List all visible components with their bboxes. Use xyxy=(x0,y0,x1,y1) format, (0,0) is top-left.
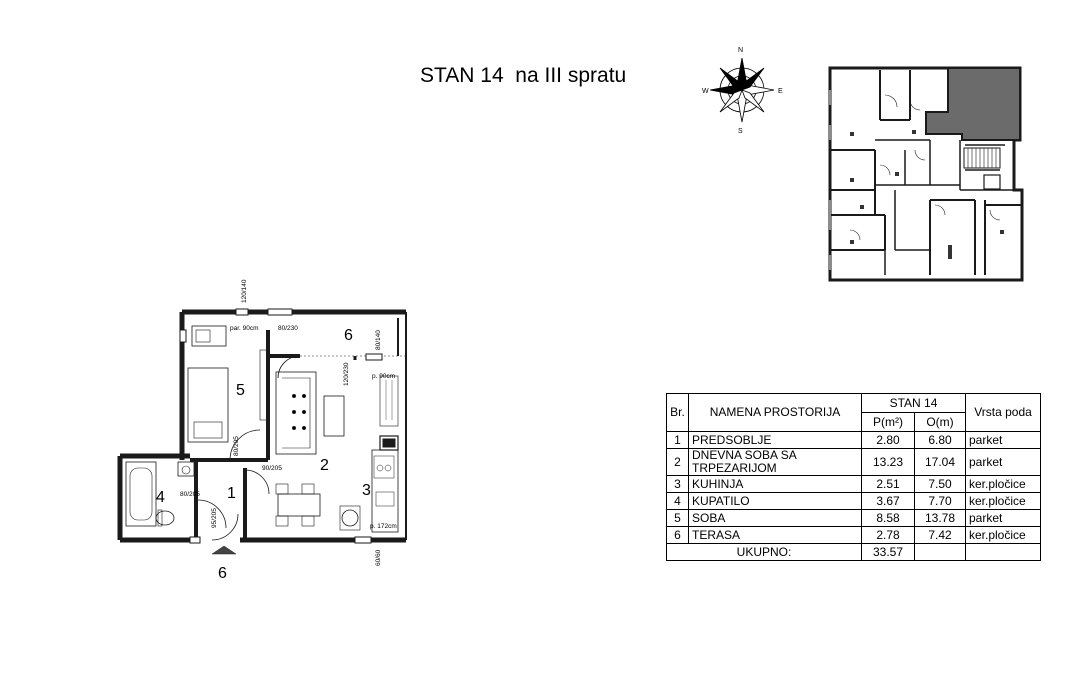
table-row: 5 SOBA 8.58 13.78 parket xyxy=(666,509,1041,527)
row-br: 1 xyxy=(666,431,689,449)
dim-120-230: 120/230 xyxy=(343,362,350,386)
room-2-label: 2 xyxy=(320,457,329,474)
table-row: 1 PREDSOBLJE 2.80 6.80 parket xyxy=(666,431,1041,449)
table-row: 4 KUPATILO 3.67 7.70 ker.pločice xyxy=(666,492,1041,510)
dim-80-205-b: 80/205 xyxy=(180,491,200,498)
row-name: DNEVNA SOBA SA TRPEZARIJOM xyxy=(688,448,862,476)
row-o: 7.42 xyxy=(914,526,966,544)
entrance-label: 6 xyxy=(218,565,227,582)
table-row: 6 TERASA 2.78 7.42 ker.pločice xyxy=(666,526,1041,544)
dim-80-205-a: 80/205 xyxy=(233,436,240,456)
table-row: 2 DNEVNA SOBA SA TRPEZARIJOM 13.23 17.04… xyxy=(666,448,1041,476)
room-5-label: 5 xyxy=(236,382,245,399)
compass-letter-e: E xyxy=(778,88,783,95)
table-total-row: UKUPNO: 33.57 xyxy=(666,543,1041,561)
row-vrsta: parket xyxy=(965,431,1041,449)
compass-letter-w: W xyxy=(702,88,709,95)
row-p: 2.78 xyxy=(861,526,915,544)
row-name: KUPATILO xyxy=(688,492,862,510)
row-br: 3 xyxy=(666,475,689,493)
dim-80-140: 80/140 xyxy=(375,330,382,350)
row-o: 7.50 xyxy=(914,475,966,493)
col-p-header: P(m²) xyxy=(861,412,915,432)
row-name: TERASA xyxy=(688,526,862,544)
total-value: 33.57 xyxy=(861,543,915,561)
col-br-header: Br. xyxy=(666,393,689,432)
room-6-label: 6 xyxy=(344,327,353,344)
row-name: KUHINJA xyxy=(688,475,862,493)
row-p: 2.51 xyxy=(861,475,915,493)
table-row: 3 KUHINJA 2.51 7.50 ker.pločice xyxy=(666,475,1041,493)
dim-60-60-a: 60/60 xyxy=(375,549,382,566)
row-br: 5 xyxy=(666,509,689,527)
table-header-row: Br. NAMENA PROSTORIJA STAN 14 Vrsta poda xyxy=(666,393,1041,432)
room-3-label: 3 xyxy=(362,482,371,499)
dim-120-140: 120/140 xyxy=(241,279,248,303)
row-p: 8.58 xyxy=(861,509,915,527)
row-name: SOBA xyxy=(688,509,862,527)
col-vrsta-header: Vrsta poda xyxy=(965,393,1041,432)
dim-95-205: 95/205 xyxy=(211,508,218,528)
page-title: STAN 14 na III spratu xyxy=(420,64,627,87)
row-o: 7.70 xyxy=(914,492,966,510)
row-vrsta: ker.pločice xyxy=(965,492,1041,510)
col-namena-header: NAMENA PROSTORIJA xyxy=(688,393,862,432)
row-vrsta: ker.pločice xyxy=(965,475,1041,493)
dim-p-172: p. 172cm xyxy=(370,523,397,530)
row-name: PREDSOBLJE xyxy=(688,431,862,449)
dim-p-90: p. 90cm xyxy=(372,373,395,380)
row-o: 6.80 xyxy=(914,431,966,449)
compass-letter-s: S xyxy=(738,128,743,135)
col-stan-header: STAN 14 xyxy=(861,393,966,413)
row-p: 2.80 xyxy=(861,431,915,449)
room-table: Br. NAMENA PROSTORIJA STAN 14 Vrsta poda… xyxy=(666,393,1041,561)
row-br: 4 xyxy=(666,492,689,510)
total-label: UKUPNO: xyxy=(666,543,862,561)
room-1-label: 1 xyxy=(227,485,236,502)
row-vrsta: ker.pločice xyxy=(965,526,1041,544)
row-br: 6 xyxy=(666,526,689,544)
dim-par-90: par. 90cm xyxy=(230,325,259,332)
row-vrsta: parket xyxy=(965,448,1041,476)
compass-letter-n: N xyxy=(738,47,743,54)
row-p: 13.23 xyxy=(861,448,915,476)
dim-80-230: 80/230 xyxy=(278,325,298,332)
row-p: 3.67 xyxy=(861,492,915,510)
row-vrsta: parket xyxy=(965,509,1041,527)
row-o: 17.04 xyxy=(914,448,966,476)
room-4-label: 4 xyxy=(156,489,165,506)
total-empty-v xyxy=(965,543,1041,561)
row-o: 13.78 xyxy=(914,509,966,527)
row-br: 2 xyxy=(666,448,689,476)
col-o-header: O(m) xyxy=(914,412,966,432)
total-empty-o xyxy=(914,543,966,561)
dim-90-205: 90/205 xyxy=(262,465,282,472)
